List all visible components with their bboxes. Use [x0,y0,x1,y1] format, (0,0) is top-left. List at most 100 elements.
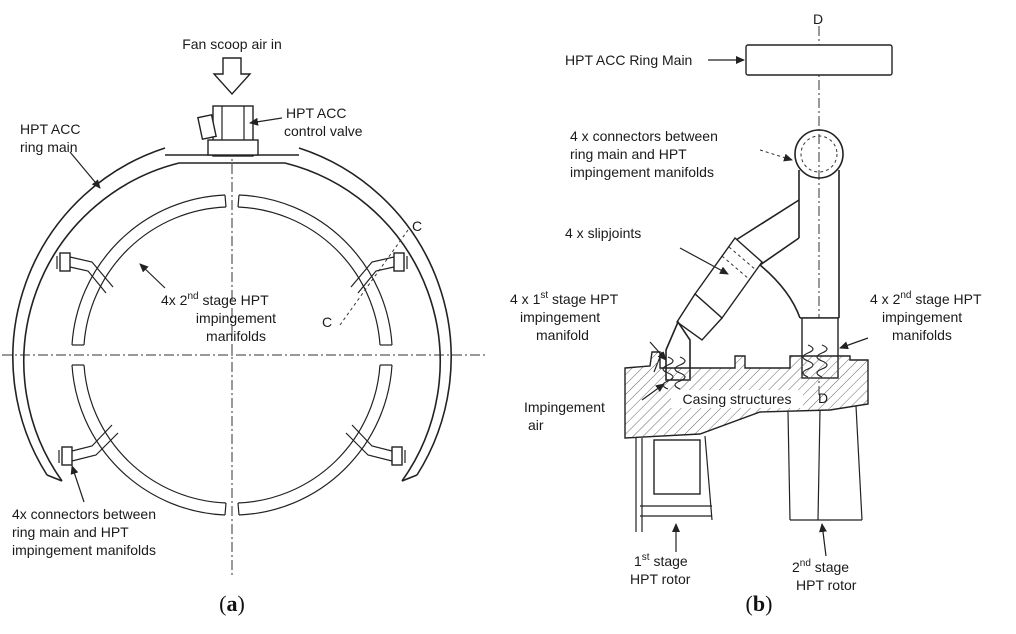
manifolds-label-3: manifolds [206,328,266,344]
ring-main-inner-right [298,147,452,476]
caption-a: (a) [219,591,245,616]
connectors-label-1: 4x connectors between [12,506,156,522]
rotor2-label-2: HPT rotor [796,577,857,593]
diag-pipe-bottom [759,237,800,266]
connector-loop-outer [794,129,844,179]
manifold-bottom-left-inner [83,364,227,504]
manifold-bottom-left-outer [71,364,226,516]
valve-actuator [197,113,217,141]
manifold-top-right-outer [238,194,393,346]
second-stage-label-2: impingement [882,309,962,325]
connector-top-right-pipe-b [357,266,395,294]
slipjoint-lower [676,292,723,341]
diag-pipe-top [735,199,800,241]
connectors-leader [70,465,85,503]
rotor2-line-3 [855,405,863,521]
manifold-top-left-outer [71,194,226,346]
connectors-label-3: impingement manifolds [12,542,156,558]
manifolds-label-2: impingement [196,310,276,326]
first-stage-rotor [635,435,713,532]
ring-main-inner-left [12,147,166,476]
ring-main-b-label: HPT ACC Ring Main [565,52,692,68]
ring-main-label-1: HPT ACC [20,121,80,137]
rotor1-label-2: HPT rotor [630,571,691,587]
section-line-c [339,229,409,326]
ring-main-label-2: ring main [20,139,78,155]
rotor1-blade [653,439,701,495]
connectors-b-label-2: ring main and HPT [570,146,687,162]
panel-a: Fan scoop air in HPT ACC ring main HPT A… [2,36,488,616]
control-valve-leader [249,117,283,126]
section-d-mid-label: D [818,390,828,406]
ring-main-end-left [46,474,63,482]
second-stage-label-3: manifolds [892,327,952,343]
impingement-air-label-2: air [528,417,544,433]
caption-b: (b) [746,591,773,616]
ring-main-b [745,44,893,76]
connector-bottom-right-pipe-a [351,424,393,452]
connectors-b-label-1: 4 x connectors between [570,128,718,144]
manifold-bottom-right-outer [238,364,393,516]
rotor2-line-1 [787,411,791,521]
section-c-bottom-label: C [322,314,332,330]
section-c-top-label: C [412,218,422,234]
first-stage-label-2: impingement [520,309,600,325]
impingement-air-leader [641,383,665,401]
control-valve-label-2: control valve [284,123,363,139]
first-stage-label-1: 4 x 1st stage HPT [510,290,619,307]
slipjoint [676,236,763,341]
ring-main-outer-left [23,162,180,482]
rotor1-label-1: 1st stage [634,552,688,569]
fan-scoop-arrow [212,57,252,96]
impingement-manifolds [71,194,393,516]
manifold-top-left-end-b [224,194,227,208]
connector-top-right-pipe-a [350,256,395,288]
connector-bottom-right-pipe-b [345,432,393,462]
rotor1-line-3 [704,435,713,521]
casing-label: Casing structures [683,391,792,407]
manifold-top-right-end-b [237,194,240,208]
elbow-pipe [759,264,801,319]
second-stage-leader [839,337,869,350]
section-d-top-label: D [813,11,823,27]
slipjoints-label: 4 x slipjoints [565,225,641,241]
control-valve-label-1: HPT ACC [286,105,346,121]
second-stage-label-1: 4 x 2nd stage HPT [870,290,982,307]
connector-bottom-left-pipe-b [71,432,119,462]
manifolds-label-1: 4x 2nd stage HPT [161,291,269,308]
valve-flange [207,139,259,156]
manifold-top-left-inner [83,206,227,346]
connector-top-right-fitting [393,252,405,272]
connectors-b-leader [759,149,793,162]
slipjoints-leader [679,247,729,275]
second-stage-rotor [787,405,863,521]
connector-bottom-right-fitting [391,446,403,466]
manifold-bottom-left-end-b [224,502,227,516]
manifold-bottom-right-end-b [237,502,240,516]
connector-bottom-left-fitting [61,446,73,466]
fan-scoop-label: Fan scoop air in [182,36,282,52]
ring-main-outer-right [284,162,441,482]
rotor2-label-1: 2nd stage [792,558,849,575]
manifold-top-right-inner [237,206,381,346]
connector-top-left-pipe-b [69,266,107,294]
connectors-a [56,252,408,466]
casing-label-backdrop [671,390,803,408]
connector-top-left-pipe-a [69,256,114,288]
connector-loop-inner [800,135,838,173]
rotor2-line-2 [817,409,821,521]
ring-main-end-right [401,474,418,482]
connector-bottom-left-pipe-a [71,424,113,452]
first-stage-label-3: manifold [536,327,589,343]
connector-top-left-fitting [59,252,71,272]
control-valve [197,105,259,157]
first-stage-leader [649,341,667,361]
rotor2-leader [819,523,827,557]
connectors-b-label-3: impingement manifolds [570,164,714,180]
connectors-label-2: ring main and HPT [12,524,129,540]
manifolds-leader [139,263,166,289]
ring-main-leader [69,151,101,189]
impingement-air-label-1: Impingement [524,399,605,415]
